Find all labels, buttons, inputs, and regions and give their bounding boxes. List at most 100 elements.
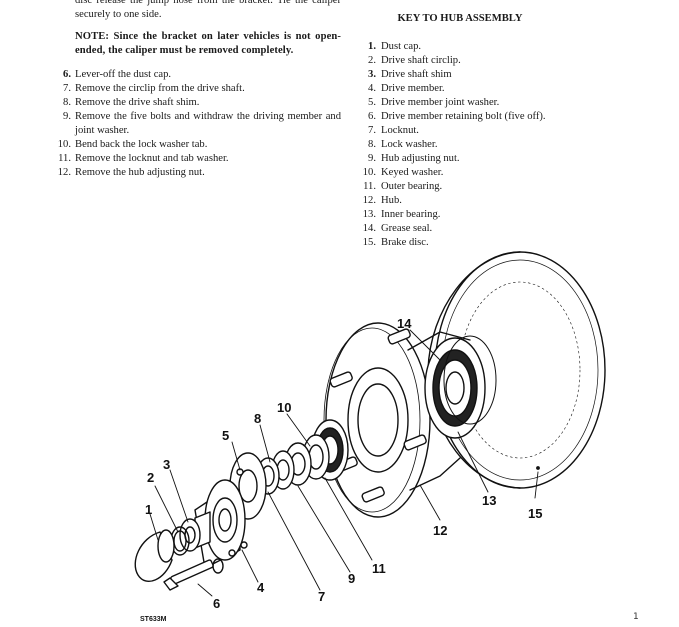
step-text: Lever-off the dust cap. [75, 69, 172, 80]
procedure-steps: 6. Lever-off the dust cap. 7. Remove the c… [56, 68, 341, 180]
key-text: Drive member joint washer. [381, 97, 500, 108]
callout-8: 8 [254, 411, 261, 426]
key-text: Hub adjusting nut. [381, 153, 460, 164]
key-item: 2. Drive shaft circlip. [360, 54, 600, 68]
key-number: 14. [362, 223, 376, 234]
drive-member-part [194, 468, 248, 569]
key-text: Drive shaft circlip. [381, 55, 461, 66]
key-text: Lock washer. [381, 139, 438, 150]
key-list: 1. Dust cap. 2. Drive shaft circlip. 3. Dri… [360, 40, 600, 250]
grease-seal-part [443, 335, 497, 425]
step-text: Remove the drive shaft shim. [75, 97, 200, 108]
callout-5: 5 [222, 428, 229, 443]
callout-10: 10 [277, 400, 291, 415]
key-number: 13. [362, 209, 376, 220]
procedure-step: 6. Lever-off the dust cap. [56, 68, 341, 82]
key-number: 11. [363, 181, 376, 192]
page-mark: 1 [633, 612, 639, 622]
key-number: 2. [368, 55, 376, 66]
inner-bearing-part [424, 337, 486, 439]
procedure-step: 9. Remove the five bolts and withdraw the… [56, 110, 341, 138]
hub-assembly-diagram: 1 2 3 4 5 6 7 8 9 10 11 12 13 14 15 ST63… [0, 250, 679, 627]
key-item: 3. Drive shaft shim [360, 68, 600, 82]
step-number: 8. [63, 97, 71, 108]
callout-11: 11 [372, 561, 386, 576]
key-number: 4. [368, 83, 376, 94]
step-text: Remove the five bolts and withdraw the d… [75, 111, 341, 136]
key-item: 12. Hub. [360, 194, 600, 208]
key-item: 15. Brake disc. [360, 236, 600, 250]
step-number: 9. [63, 111, 71, 122]
key-number: 6. [368, 111, 376, 122]
callout-1: 1 [145, 502, 152, 517]
key-column: KEY TO HUB ASSEMBLY 1. Dust cap. 2. Drive … [360, 12, 600, 250]
key-text: Grease seal. [381, 223, 433, 234]
key-item: 14. Grease seal. [360, 222, 600, 236]
step-text: Bend back the lock washer tab. [75, 139, 208, 150]
key-item: 6. Drive member retaining bolt (five off)… [360, 110, 600, 124]
key-text: Hub. [381, 195, 402, 206]
key-text: Locknut. [381, 125, 419, 136]
procedure-step: 8. Remove the drive shaft shim. [56, 96, 341, 110]
step-text: Remove the hub adjusting nut. [75, 167, 205, 178]
step-text: Remove the circlip from the drive shaft. [75, 83, 245, 94]
key-text: Outer bearing. [381, 181, 443, 192]
intro-paragraph: disc release the jump hose from the brac… [75, 0, 341, 20]
procedure-step: 12. Remove the hub adjusting nut. [56, 166, 341, 180]
callout-7: 7 [318, 589, 325, 604]
key-text: Keyed washer. [381, 167, 444, 178]
key-item: 4. Drive member. [360, 82, 600, 96]
key-item: 5. Drive member joint washer. [360, 96, 600, 110]
step-number: 12. [57, 167, 71, 178]
retaining-bolt-part [163, 558, 224, 591]
callout-12: 12 [433, 523, 447, 538]
key-text: Drive member retaining bolt (five off). [381, 111, 546, 122]
callout-2: 2 [147, 470, 154, 485]
callout-14: 14 [397, 316, 412, 331]
key-item: 10. Keyed washer. [360, 166, 600, 180]
callout-13: 13 [482, 493, 496, 508]
key-item: 8. Lock washer. [360, 138, 600, 152]
dust-cap-part [134, 529, 175, 582]
step-number: 7. [63, 83, 71, 94]
key-text: Drive shaft shim [381, 69, 452, 80]
key-number: 3. [368, 69, 376, 80]
key-number: 5. [368, 97, 376, 108]
key-item: 9. Hub adjusting nut. [360, 152, 600, 166]
drive-shaft-shim-part [179, 518, 201, 552]
key-number: 12. [362, 195, 376, 206]
procedure-step: 7. Remove the circlip from the drive shaf… [56, 82, 341, 96]
callout-9: 9 [348, 571, 355, 586]
figure-code: ST633M [140, 616, 167, 623]
callout-leaders [149, 329, 539, 597]
key-number: 7. [368, 125, 376, 136]
exploded-view-drawing: 1 2 3 4 5 6 7 8 9 10 11 12 13 14 15 ST63… [134, 251, 606, 623]
key-number: 9. [368, 153, 376, 164]
key-text: Inner bearing. [381, 209, 441, 220]
key-text: Brake disc. [381, 237, 429, 248]
note-paragraph: NOTE: Since the bracket on later vehicle… [75, 31, 341, 56]
step-number: 11. [58, 153, 71, 164]
callout-6: 6 [213, 596, 220, 611]
key-text: Dust cap. [381, 41, 422, 52]
key-number: 15. [362, 237, 376, 248]
key-number: 8. [368, 139, 376, 150]
key-item: 1. Dust cap. [360, 40, 600, 54]
callout-15: 15 [528, 506, 542, 521]
procedure-column: disc release the jump hose from the brac… [56, 0, 341, 180]
step-number: 6. [63, 69, 71, 80]
key-heading: KEY TO HUB ASSEMBLY [397, 13, 523, 24]
key-number: 10. [362, 167, 376, 178]
key-text: Drive member. [381, 83, 445, 94]
callout-4: 4 [257, 580, 265, 595]
key-item: 11. Outer bearing. [360, 180, 600, 194]
key-number: 1. [368, 41, 376, 52]
procedure-step: 11. Remove the locknut and tab washer. [56, 152, 341, 166]
key-item: 13. Inner bearing. [360, 208, 600, 222]
callout-3: 3 [163, 457, 170, 472]
step-number: 10. [57, 139, 71, 150]
step-text: Remove the locknut and tab washer. [75, 153, 229, 164]
procedure-step: 10. Bend back the lock washer tab. [56, 138, 341, 152]
brake-disc-part [427, 251, 606, 489]
